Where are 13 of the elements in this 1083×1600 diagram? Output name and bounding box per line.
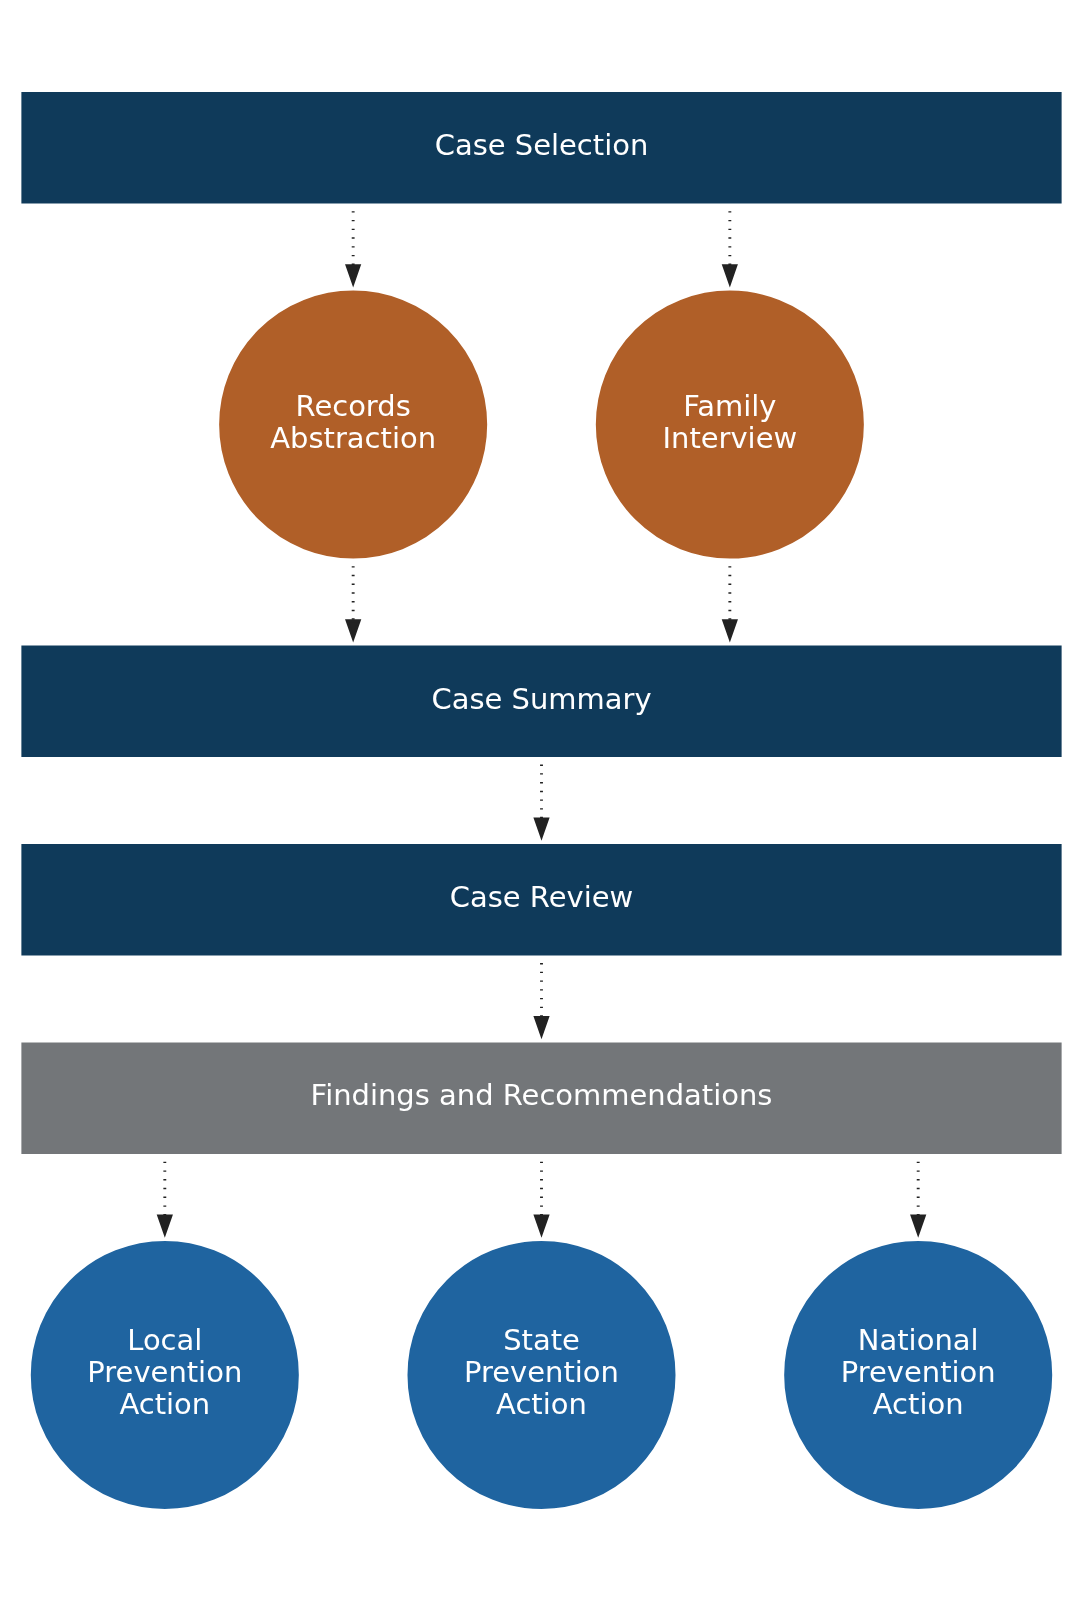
- arrow: [721, 210, 738, 287]
- node-circle: Records Abstraction: [216, 287, 491, 561]
- arrow: [533, 1161, 550, 1238]
- arrow: [910, 1161, 927, 1238]
- arrow: [533, 962, 550, 1039]
- arrow: [533, 764, 550, 841]
- arrow: [345, 565, 362, 642]
- arrow: [721, 565, 738, 642]
- node-circle: Family Interview: [592, 287, 867, 561]
- arrow: [156, 1161, 173, 1238]
- node-box: Case Summary: [18, 642, 1065, 760]
- node-box: Findings and Recommendations: [18, 1039, 1065, 1157]
- arrow: [345, 210, 362, 287]
